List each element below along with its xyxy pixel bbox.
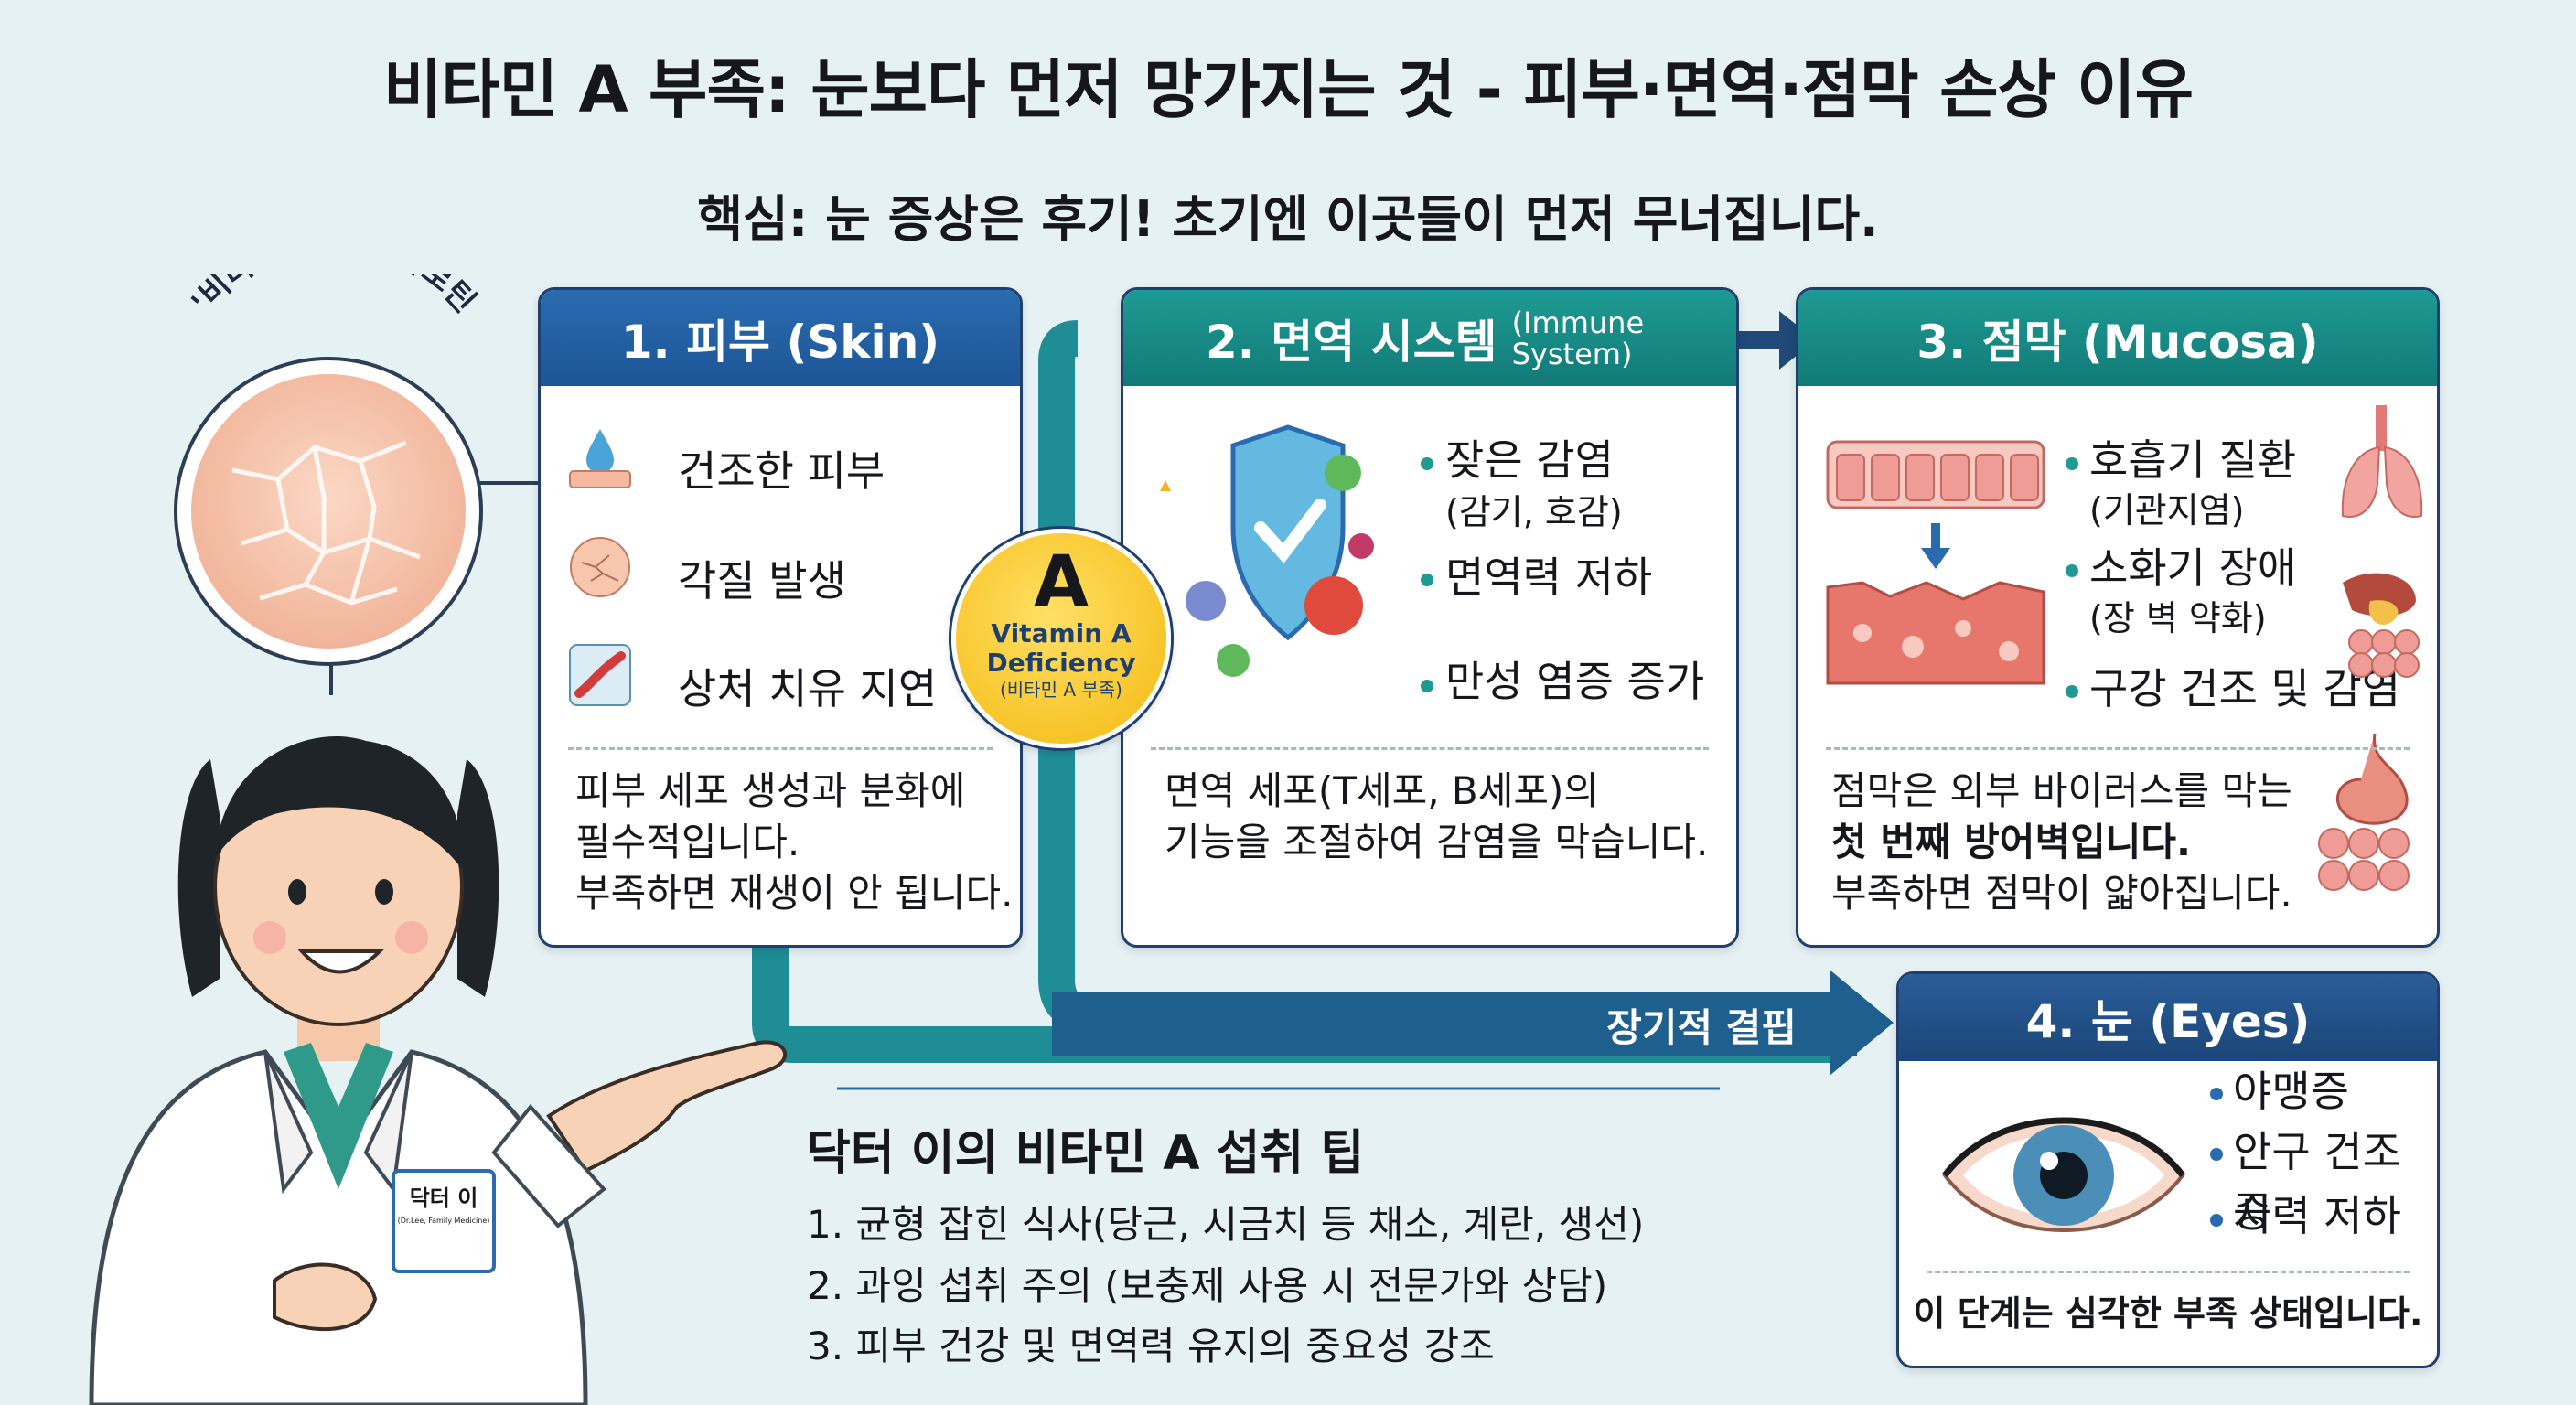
badge-line: Vitamin A — [991, 618, 1132, 649]
svg-text:'비타민 A'·레티카로틴: '비타민 A'·레티카로틴 — [185, 274, 483, 320]
immune-header-sub: (Immune System) — [1512, 307, 1645, 370]
stomach-intestine-icon — [2318, 733, 2410, 891]
immune-desc-line: 면역 세포(T세포, B세포)의 — [1165, 768, 1600, 813]
immune-item-infection: 잦은 감염 — [1445, 435, 1614, 485]
divider — [568, 747, 993, 750]
mucosa-item-oral: 구강 건조 및 감염 — [2089, 664, 2401, 713]
divider — [1826, 747, 2410, 750]
bullet — [2066, 564, 2078, 577]
eye-icon — [1942, 1117, 2185, 1232]
eyes-card: 4. 눈 (Eyes) 야맹증 안구 건조증 시력 저하 이 단계는 심각한 부… — [1896, 971, 2440, 1368]
immune-item-infection-sub: (감기, 호감) — [1445, 492, 1623, 532]
doctor-badge-name: 닥터 이 — [409, 1185, 478, 1211]
eyes-item-dry-eye: 안구 건조증 — [2233, 1127, 2401, 1237]
doctor-illustration — [89, 736, 788, 1405]
skin-description: 피부 세포 생성과 분화에 필수적입니다. 부족하면 재생이 안 됩니다. — [575, 766, 1013, 919]
immune-item-inflammation: 만성 염증 증가 — [1445, 657, 1705, 706]
tip-item: 3. 피부 건강 및 면역력 유지의 중요성 강조 — [807, 1324, 1495, 1368]
mucosa-item-respiratory: 호흡기 질환 — [2089, 435, 2297, 485]
immune-description: 면역 세포(T세포, B세포)의 기능을 조절하여 감염을 막습니다. — [1165, 766, 1708, 868]
bullet — [1421, 457, 1433, 470]
mucosa-tissue-icon — [1826, 440, 2045, 685]
skin-closeup-frame — [174, 357, 483, 666]
dry-skin-texture-icon — [191, 374, 466, 649]
digestive-organs-icon — [2343, 573, 2420, 678]
mucosa-item-digestive: 소화기 장애 — [2089, 543, 2297, 593]
mucosa-desc-line: 부족하면 점막이 얇아집니다. — [1831, 871, 2292, 916]
immune-item-low-immunity: 면역력 저하 — [1445, 552, 1653, 602]
shield-virus-icon — [1160, 424, 1374, 677]
immune-card-header: 2. 면역 시스템 (Immune System) — [1123, 290, 1736, 386]
skin-arc-label: '비타민 A'·레티카로틴 — [185, 274, 483, 320]
page-title: 비타민 A 부족: 눈보다 먼저 망가지는 것 - 피부·면역·점막 손상 이유 — [382, 52, 2194, 127]
eyes-description: 이 단계는 심각한 부족 상태입니다. — [1913, 1293, 2423, 1334]
immune-header-sub-line: System) — [1511, 336, 1633, 371]
eyes-item-night-blindness: 야맹증 — [2233, 1067, 2349, 1116]
vitamin-a-deficiency-badge: A Vitamin A Deficiency (비타민 A 부족) — [951, 529, 1171, 748]
bullet — [2066, 457, 2078, 470]
skin-desc-line: 부족하면 재생이 안 됩니다. — [575, 871, 1014, 916]
long-term-deficiency-label: 장기적 결핍 — [1606, 1005, 1797, 1050]
mucosa-description: 점막은 외부 바이러스를 막는 첫 번째 방어벽입니다. 부족하면 점막이 얇아… — [1831, 766, 2292, 919]
immune-header-title: 2. 면역 시스템 — [1206, 315, 1497, 369]
bullet — [2210, 1088, 2223, 1100]
divider — [1151, 747, 1709, 750]
skin-flake-icon — [570, 537, 630, 597]
doctor-badge-sub: (Dr.Lee, Family Medicine) — [397, 1217, 490, 1225]
skin-item-healing-delay: 상처 치유 지연 — [678, 664, 938, 713]
skin-desc-line: 필수적입니다. — [575, 820, 800, 864]
water-drop-skin-icon — [569, 429, 631, 488]
skin-desc-line: 피부 세포 생성과 분화에 — [575, 768, 966, 813]
immune-card: 2. 면역 시스템 (Immune System) 잦은 감염 (감기, 호감)… — [1121, 287, 1739, 948]
skin-item-flaking: 각질 발생 — [678, 556, 846, 606]
bullet — [2210, 1148, 2223, 1161]
skin-item-dry: 건조한 피부 — [678, 446, 886, 496]
immune-desc-line: 기능을 조절하여 감염을 막습니다. — [1165, 820, 1709, 864]
bullet — [1421, 574, 1433, 586]
badge-line: Deficiency — [986, 648, 1136, 678]
eyes-item-vision-loss: 시력 저하 — [2233, 1191, 2401, 1240]
mucosa-desc-line: 점막은 외부 바이러스를 막는 — [1831, 768, 2292, 813]
bullet — [2066, 685, 2078, 698]
mucosa-item-respiratory-sub: (기관지염) — [2089, 490, 2245, 531]
skin-card: 1. 피부 (Skin) 건조한 피부 각질 발생 상처 치유 지연 피부 세포… — [538, 287, 1023, 948]
wound-icon — [569, 644, 631, 706]
lungs-icon — [2341, 405, 2423, 518]
divider — [1927, 1271, 2410, 1273]
immune-header-sub-line: (Immune — [1511, 305, 1645, 340]
badge-letter: A — [1033, 542, 1089, 624]
bullet — [2210, 1214, 2223, 1227]
skin-card-header: 1. 피부 (Skin) — [541, 290, 1020, 386]
mucosa-desc-line: 첫 번째 방어벽입니다. — [1831, 820, 2191, 864]
badge-line: (비타민 A 부족) — [999, 679, 1122, 701]
mucosa-card-header: 3. 점막 (Mucosa) — [1798, 290, 2437, 386]
tips-title: 닥터 이의 비타민 A 섭취 팁 — [807, 1126, 1365, 1181]
mucosa-card: 3. 점막 (Mucosa) 호흡기 질환 (기관지염) 소화기 장애 (장 벽… — [1796, 287, 2440, 948]
eyes-card-header: 4. 눈 (Eyes) — [1899, 974, 2437, 1061]
page-subtitle: 핵심: 눈 증상은 후기! 초기엔 이곳들이 먼저 무너집니다. — [697, 190, 1879, 248]
bullet — [1421, 680, 1433, 692]
mucosa-item-digestive-sub: (장 벽 약화) — [2089, 598, 2267, 638]
tip-item: 1. 균형 잡힌 식사(당근, 시금치 등 채소, 계란, 생선) — [807, 1202, 1645, 1247]
tip-item: 2. 과잉 섭취 주의 (보충제 사용 시 전문가와 상담) — [807, 1263, 1608, 1308]
